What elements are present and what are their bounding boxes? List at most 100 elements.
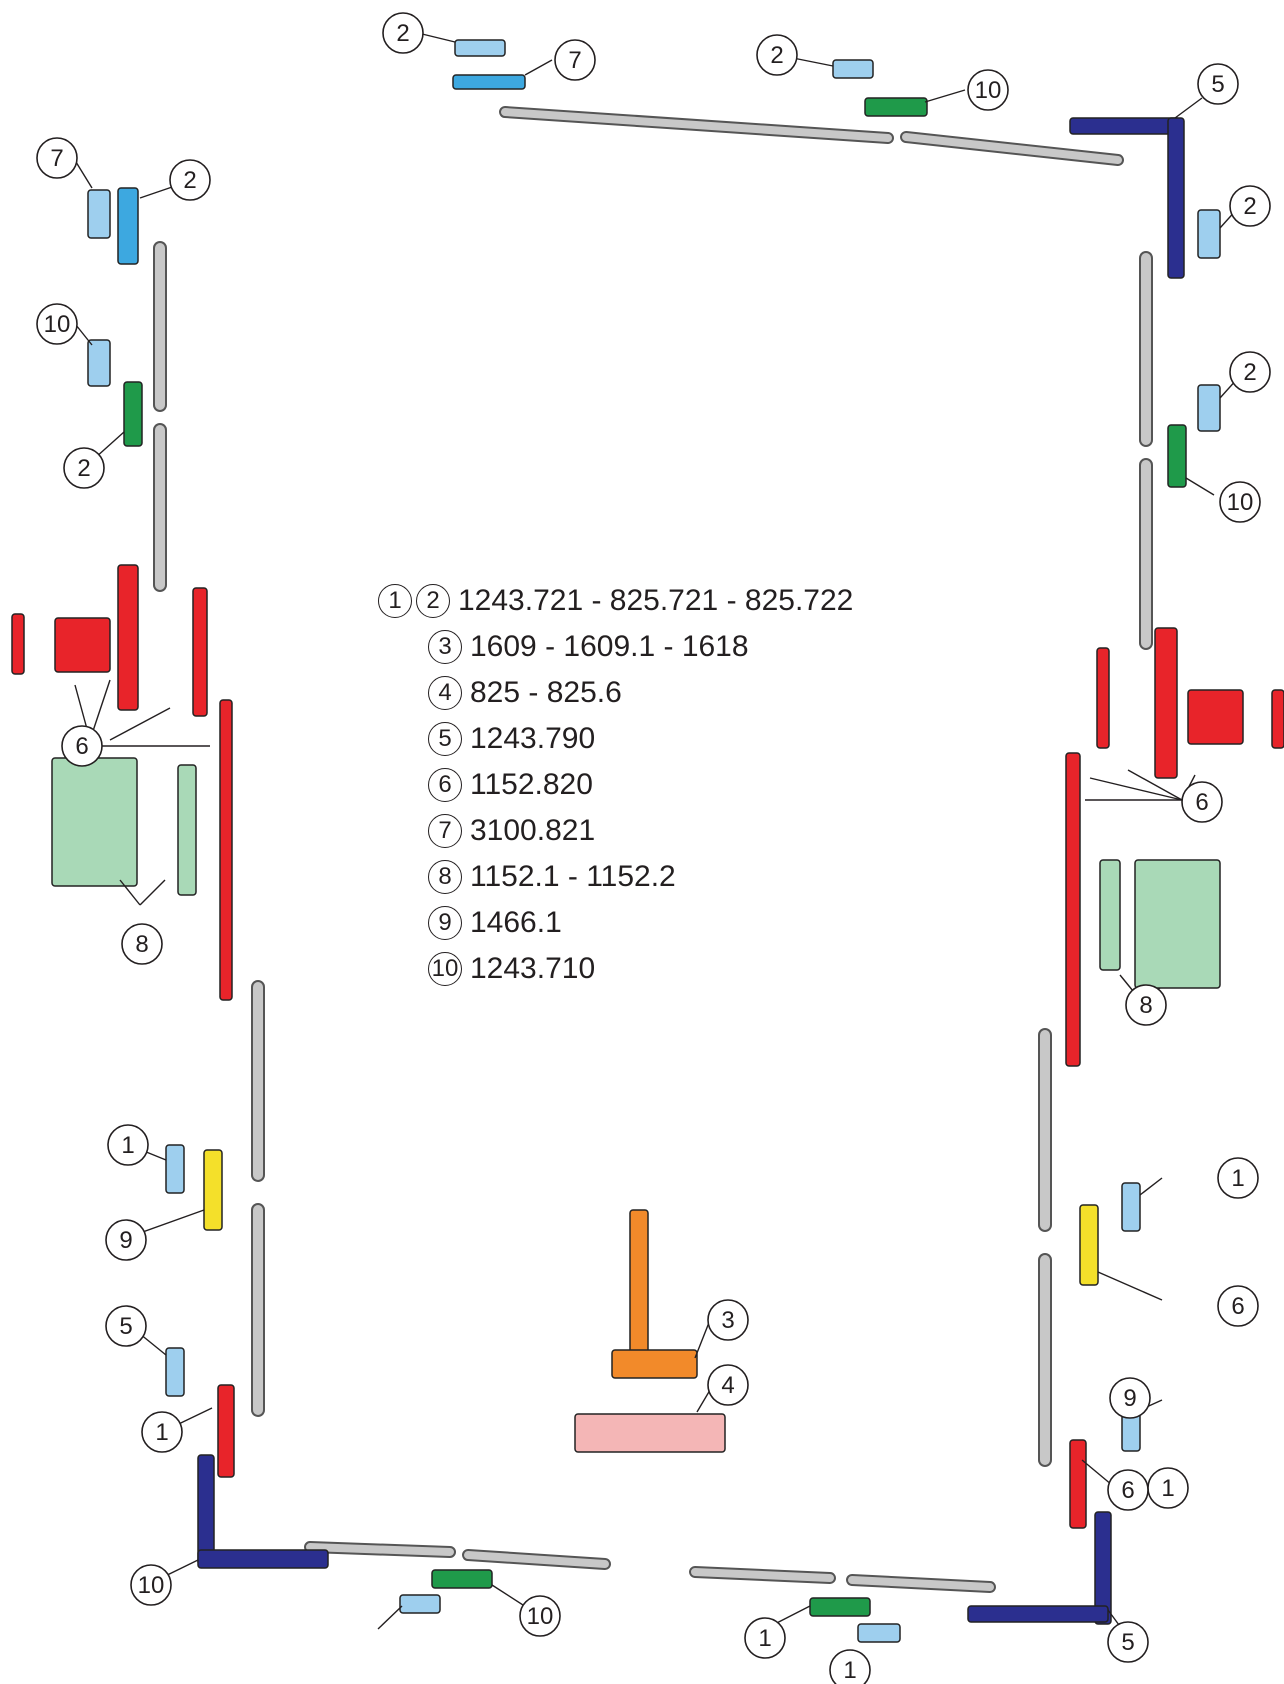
leader-line [377, 1605, 403, 1630]
callout: 9 [105, 1219, 147, 1261]
connecting-rods [153, 106, 1153, 1593]
callout-number: 1 [843, 1657, 856, 1684]
callout: 2 [1229, 351, 1271, 393]
legend-codes: 1243.710 [470, 952, 596, 985]
hinge-part [1187, 689, 1244, 745]
rod [306, 1543, 454, 1556]
callout-circle [707, 1364, 749, 1406]
callout: 5 [1107, 1621, 1149, 1663]
legend-number: 7 [428, 814, 462, 848]
corner_drive-part [1094, 1511, 1112, 1625]
leader-line [417, 32, 456, 43]
leader-line [1139, 1177, 1163, 1196]
corner_drive-part [197, 1454, 215, 1566]
keeper-part [399, 1594, 441, 1614]
callout: 6 [61, 725, 103, 767]
callout: 8 [121, 923, 163, 965]
keeper-part [165, 1347, 185, 1397]
handle-part [629, 1209, 649, 1361]
callout-number: 2 [770, 42, 783, 69]
callout: 6 [1217, 1285, 1259, 1327]
hinge-part [192, 587, 208, 717]
callout: 1 [744, 1617, 786, 1659]
callout-circle [63, 447, 105, 489]
keeper-part [857, 1623, 901, 1643]
keeper-part [87, 189, 111, 239]
keeper_yellow-part [1079, 1204, 1099, 1286]
keeper_cyan-part [452, 74, 526, 90]
callout-number: 6 [1195, 789, 1208, 816]
green_keeper-part [123, 381, 143, 447]
callout: 2 [63, 447, 105, 489]
callout-number: 10 [527, 1603, 554, 1630]
legend-number: 6 [428, 768, 462, 802]
callout-number: 6 [1231, 1293, 1244, 1320]
callout-circle [744, 1617, 786, 1659]
keeper-part [165, 1144, 185, 1194]
rod [691, 1568, 834, 1582]
leader-line [109, 707, 171, 741]
callout: 6 [1181, 781, 1223, 823]
callout: 7 [554, 39, 596, 81]
leader-line [139, 879, 166, 906]
corner_drive-part [197, 1549, 329, 1569]
green_keeper-part [809, 1597, 871, 1617]
green_keeper-part [864, 97, 928, 117]
callout: 2 [382, 12, 424, 54]
callout-number: 8 [1139, 992, 1152, 1019]
callout-circle [756, 34, 798, 76]
callout-number: 10 [975, 77, 1002, 104]
callout-circle [1109, 1377, 1151, 1419]
hinge-part [217, 1384, 235, 1478]
leader-line [1185, 477, 1215, 496]
callout-circle [169, 159, 211, 201]
callout-number: 9 [1123, 1385, 1136, 1412]
legend-row: 10 1243.710 [378, 946, 938, 992]
callout: 10 [130, 1564, 172, 1606]
callout: 10 [1219, 481, 1261, 523]
legend-codes: 825 - 825.6 [470, 676, 622, 709]
callout-number: 7 [568, 47, 581, 74]
legend-row: 6 1152.820 [378, 762, 938, 808]
callout-number: 4 [721, 1372, 734, 1399]
callout-circle [1125, 984, 1167, 1026]
callout: 8 [1125, 984, 1167, 1026]
callout-number: 5 [1211, 71, 1224, 98]
legend-number: 8 [428, 860, 462, 894]
callout-number: 2 [183, 167, 196, 194]
callout-circle [36, 137, 78, 179]
hinge-part [11, 613, 25, 675]
callout: 1 [1147, 1467, 1189, 1509]
callout-circle [1181, 781, 1223, 823]
callout: 10 [967, 69, 1009, 111]
legend-codes: 3100.821 [470, 814, 596, 847]
green_keeper-part [1167, 424, 1187, 488]
callout-circle [1107, 1469, 1149, 1511]
leader-line [524, 59, 553, 76]
callout: 1 [1217, 1157, 1259, 1199]
hinge-part [117, 564, 139, 711]
legend-row: 3 1609 - 1609.1 - 1618 [378, 624, 938, 670]
callout: 5 [105, 1305, 147, 1347]
callout-number: 2 [77, 455, 90, 482]
hinge-part [1271, 689, 1284, 749]
callout-circle [1229, 351, 1271, 393]
hinge-part [1069, 1439, 1087, 1529]
callout-circle [121, 923, 163, 965]
callout-circle [107, 1124, 149, 1166]
callout-circle [554, 39, 596, 81]
callout-number: 2 [396, 20, 409, 47]
keeper_yellow-part [203, 1149, 223, 1231]
callout-circle [130, 1564, 172, 1606]
legend-codes: 1152.1 - 1152.2 [470, 860, 676, 893]
keeper-part [832, 59, 874, 79]
callout-circle [1217, 1157, 1259, 1199]
callout-circle [61, 725, 103, 767]
callout-circle [1197, 63, 1239, 105]
stay_arm-part [1099, 859, 1121, 971]
leader-line [694, 1319, 711, 1359]
callout-number: 8 [135, 931, 148, 958]
callout: 2 [169, 159, 211, 201]
